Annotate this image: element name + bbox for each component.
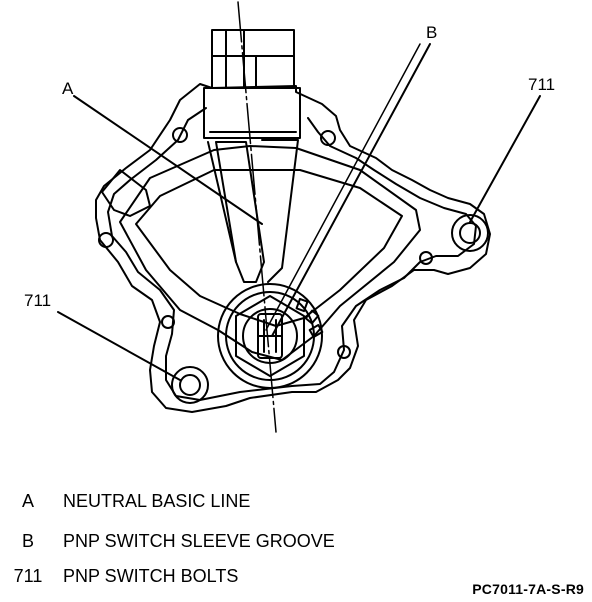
- leader-711-right: [469, 95, 541, 223]
- selector-fan-outer: [119, 145, 421, 361]
- callout-b: B: [426, 23, 438, 42]
- mount-hole-top-left: [172, 127, 188, 143]
- mount-hole-lower-right: [337, 345, 351, 359]
- connector-base: [203, 87, 301, 139]
- connector-body: [211, 29, 295, 89]
- legend-key: A: [21, 491, 34, 511]
- sleeve-teeth: [295, 297, 324, 338]
- selector-fan-window: [135, 169, 403, 327]
- detent-lever-side: [261, 139, 299, 283]
- leader-b-twin: [265, 43, 421, 331]
- callout-711-left: 711: [24, 291, 52, 310]
- pnp-switch-diagram: [57, 1, 541, 433]
- legend-description: PNP SWITCH BOLTS: [63, 566, 239, 586]
- leader-a: [73, 95, 263, 225]
- leader-b: [271, 43, 431, 337]
- mount-hole-right: [419, 251, 433, 265]
- switch-housing: [95, 83, 491, 413]
- legend-description: NEUTRAL BASIC LINE: [63, 491, 251, 511]
- callout-a: A: [62, 79, 74, 98]
- legend-description: PNP SWITCH SLEEVE GROOVE: [63, 531, 335, 551]
- legend-key: 711: [13, 566, 43, 586]
- housing-inner-contour: [107, 107, 477, 401]
- callout-711-right: 711: [528, 75, 556, 94]
- mount-hole-left: [98, 232, 114, 248]
- mount-hole-lower-left: [161, 315, 175, 329]
- left-tab: [101, 169, 151, 217]
- neutral-basic-line: [237, 1, 277, 433]
- detent-lever-edge: [207, 141, 237, 263]
- mount-hole-top-right: [320, 130, 336, 146]
- legend-key: B: [21, 531, 34, 551]
- bolt-711-left: [171, 366, 209, 404]
- figure-code: PC7011-7A-S-R9: [472, 581, 584, 597]
- leader-711-left: [57, 311, 181, 381]
